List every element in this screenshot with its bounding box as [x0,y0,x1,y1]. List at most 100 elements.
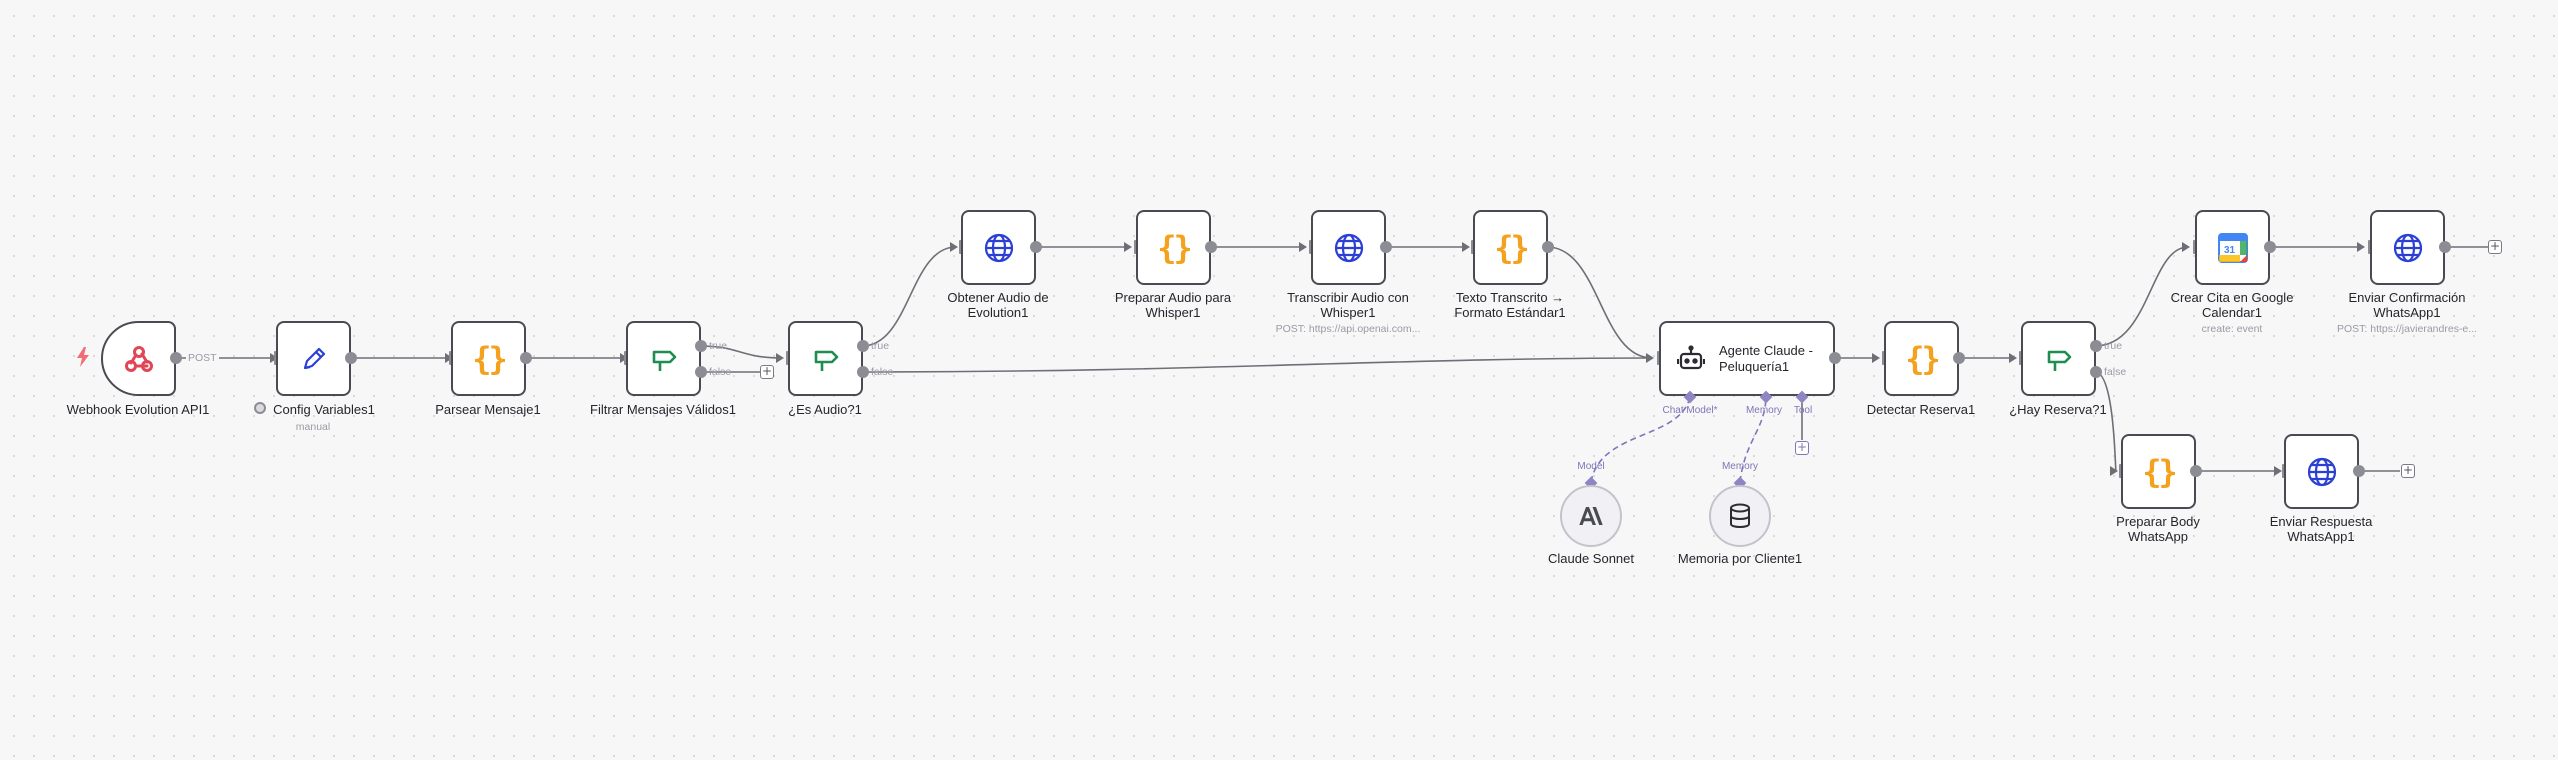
robot-icon [1677,344,1705,373]
config-output-port[interactable] [345,352,357,364]
agente-node-title: Agente Claude - Peluquería1 [1719,342,1813,374]
esaudio-true-port[interactable] [857,340,869,352]
parsear-mensaje-node[interactable]: {} [451,321,526,396]
memoria-port-label: Memory [1721,461,1759,472]
ai-connection-memory [1739,396,1767,483]
enviar-conf-node-subtitle: POST: https://javierandres-e... [2336,323,2478,335]
enviar-resp-output-port[interactable] [2353,465,2365,477]
agente-tool-label: Tool [1793,405,1813,416]
google-calendar-icon: 31 [2217,232,2248,263]
obtener-output-port[interactable] [1030,241,1042,253]
webhook-output-port[interactable] [170,352,182,364]
enviar-respuesta-node[interactable] [2284,434,2359,509]
parsear-node-label: Parsear Mensaje1 [435,402,541,417]
hayreserva-true-port[interactable] [2090,340,2102,352]
filtrar-true-label: true [709,340,728,352]
filtrar-true-port[interactable] [695,340,707,352]
trigger-bolt-icon [76,347,90,367]
crear-cita-node-label: Crear Cita en Google Calendar1 [2170,290,2294,320]
globe-icon [2392,232,2424,264]
esaudio-false-port[interactable] [857,366,869,378]
hayreserva-true-label: true [2104,340,2123,352]
globe-icon [983,232,1015,264]
config-variables-node[interactable] [276,321,351,396]
detectar-output-port[interactable] [1953,352,1965,364]
globe-icon [1333,232,1365,264]
svg-text:31: 31 [2223,245,2235,256]
preparar-audio-output-port[interactable] [1205,241,1217,253]
memoria-cliente-node[interactable] [1709,485,1771,547]
hayreserva-false-port[interactable] [2090,366,2102,378]
connection-filtrar-esaudio [699,345,783,359]
code-braces-icon: {} [472,339,507,378]
agente-memory-label: Memory [1745,405,1783,416]
esaudio-node-label: ¿Es Audio?1 [788,402,862,417]
filtrar-mensajes-node[interactable] [626,321,701,396]
code-braces-icon: {} [1494,228,1529,267]
connection-esaudio-agente [861,357,1653,373]
claude-model-port-label: Model [1577,461,1605,472]
hay-reserva-node[interactable] [2021,321,2096,396]
connection-esaudio-obtener [861,246,957,347]
preparar-body-node[interactable]: {} [2121,434,2196,509]
branch-sign-icon [2044,344,2074,374]
transcribir-node-label: Transcribir Audio con Whisper1 [1287,290,1409,320]
branch-sign-icon [649,344,679,374]
agente-output-port[interactable] [1829,352,1841,364]
transcribir-node-subtitle: POST: https://api.openai.com... [1275,323,1421,335]
preparar-audio-node[interactable]: {} [1136,210,1211,285]
parsear-output-port[interactable] [520,352,532,364]
detectar-node-label: Detectar Reserva1 [1866,402,1976,417]
agente-claude-node[interactable]: Agente Claude - Peluquería1 [1659,321,1835,396]
crear-cita-node-subtitle: create: event [2201,323,2263,335]
code-braces-icon: {} [2142,452,2177,491]
connection-texto-agente [1546,246,1653,359]
enviar-resp-add-button[interactable]: + [2401,463,2415,478]
hayreserva-false-label: false [2104,366,2127,378]
crear-cita-node[interactable]: 31 [2195,210,2270,285]
obtener-node-label: Obtener Audio de Evolution1 [947,290,1049,320]
texto-transcrito-node[interactable]: {} [1473,210,1548,285]
preparar-body-node-label: Preparar Body WhatsApp [2116,514,2200,544]
preparar-body-output-port[interactable] [2190,465,2202,477]
enviar-resp-node-label: Enviar Respuesta WhatsApp1 [2269,514,2373,544]
config-node-subtitle: manual [295,421,331,433]
detectar-reserva-node[interactable]: {} [1884,321,1959,396]
code-braces-icon: {} [1905,339,1940,378]
branch-sign-icon [811,344,841,374]
esaudio-true-label: true [871,340,890,352]
filtrar-node-label: Filtrar Mensajes Válidos1 [590,402,736,417]
code-braces-icon: {} [1157,228,1192,267]
es-audio-node[interactable] [788,321,863,396]
enviar-confirmacion-node[interactable] [2370,210,2445,285]
pencil-icon [299,344,329,374]
connection-hayreserva-preparar [2094,371,2117,472]
filtrar-false-add-button[interactable]: + [760,364,774,379]
enviar-conf-output-port[interactable] [2439,241,2451,253]
claude-node-label: Claude Sonnet [1547,551,1634,566]
anthropic-logo-icon [1579,507,1603,525]
agente-add-tool-button[interactable]: + [1795,440,1809,455]
config-settings-icon [254,402,266,414]
ai-connection-model [1590,396,1691,483]
webhook-method-label: POST [186,352,219,364]
filtrar-false-label: false [709,366,732,378]
transcribir-audio-node[interactable] [1311,210,1386,285]
webhook-icon [123,343,155,375]
filtrar-false-port[interactable] [695,366,707,378]
crear-cita-output-port[interactable] [2264,241,2276,253]
memoria-node-label: Memoria por Cliente1 [1677,551,1803,566]
webhook-node[interactable] [101,321,176,396]
config-node-label: Config Variables1 [273,402,375,417]
transcribir-output-port[interactable] [1380,241,1392,253]
claude-sonnet-node[interactable] [1560,485,1622,547]
texto-output-port[interactable] [1542,241,1554,253]
esaudio-false-label: false [871,366,894,378]
preparar-audio-node-label: Preparar Audio para Whisper1 [1114,290,1232,320]
enviar-conf-add-button[interactable]: + [2488,239,2502,254]
agente-chat-model-label: Chat Model* [1662,405,1718,416]
webhook-node-label: Webhook Evolution API1 [66,402,210,417]
texto-node-label: Texto Transcrito → Formato Estándar1 [1454,290,1566,320]
obtener-audio-node[interactable] [961,210,1036,285]
